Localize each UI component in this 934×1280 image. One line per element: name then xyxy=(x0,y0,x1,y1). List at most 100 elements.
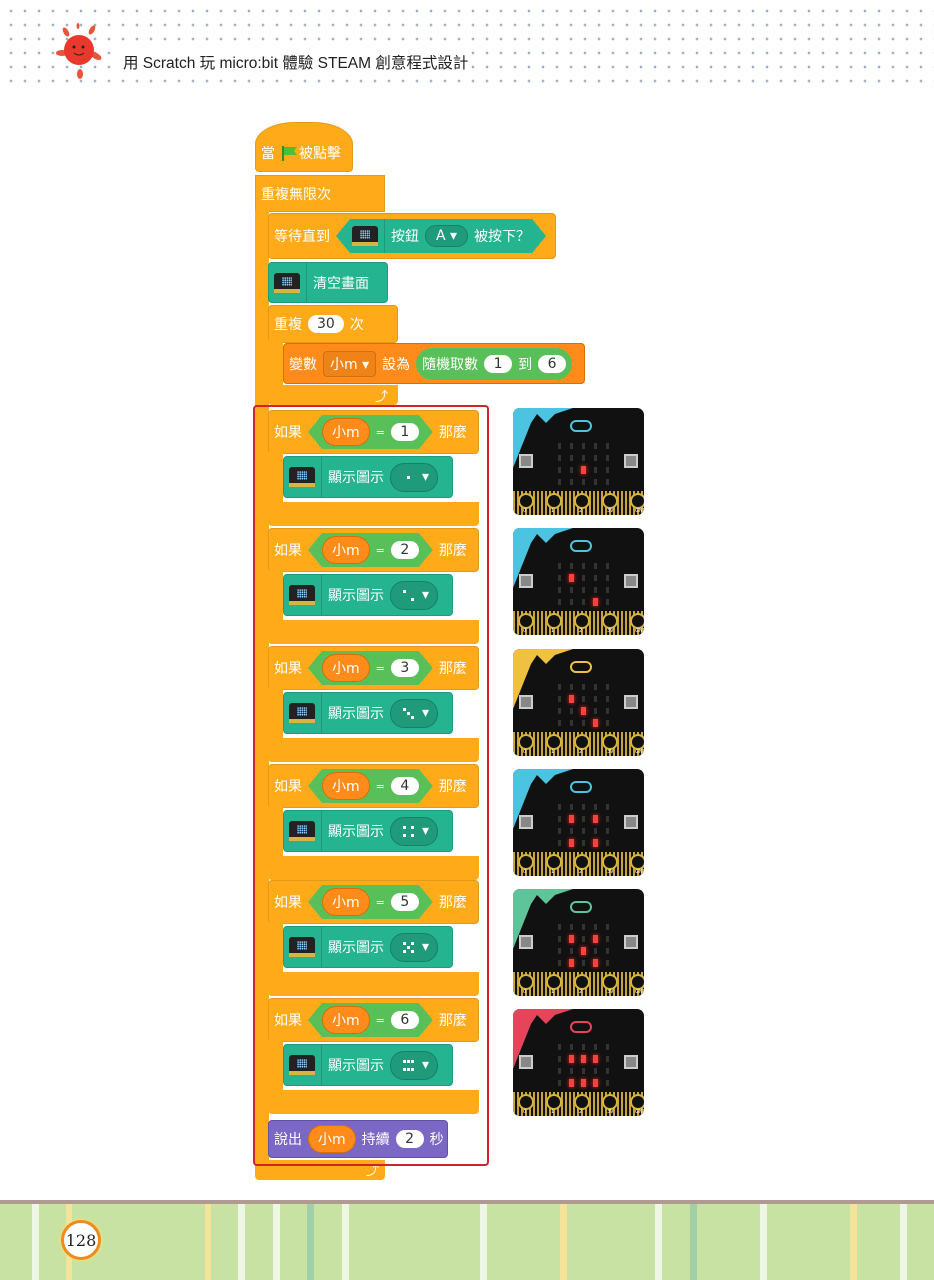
then-label: 那麼 xyxy=(438,779,467,795)
pin-label: 3V xyxy=(607,1109,614,1115)
equals-operator[interactable]: 小m = 6 xyxy=(308,1003,433,1037)
forever-block[interactable]: 重複無限次 xyxy=(255,175,385,212)
led xyxy=(581,696,585,702)
led xyxy=(605,936,609,942)
button-dropdown[interactable]: A ▾ xyxy=(425,225,468,247)
pin-label: GND xyxy=(635,749,644,755)
led xyxy=(581,960,585,966)
pin-label: 0 xyxy=(523,749,527,755)
led xyxy=(557,455,561,461)
clear-screen-block[interactable]: 清空畫面 xyxy=(268,262,388,303)
icon-dropdown[interactable]: ▾ xyxy=(390,580,439,610)
led xyxy=(557,840,561,846)
pin-GND xyxy=(630,493,644,509)
if-then-block[interactable]: 如果 小m = 4 那麼 xyxy=(268,764,479,808)
compare-value-input[interactable]: 3 xyxy=(391,659,419,677)
variable-reporter[interactable]: 小m xyxy=(322,888,370,916)
wait-until-block[interactable]: 等待直到 按鈕 A ▾ 被按下？ xyxy=(268,213,556,259)
led-on xyxy=(403,707,406,711)
if-then-block[interactable]: 如果 小m = 1 那麼 xyxy=(268,410,479,454)
icon-dropdown[interactable]: ▾ xyxy=(390,816,439,846)
if-then-block[interactable]: 如果 小m = 6 那麼 xyxy=(268,998,479,1042)
say-label: 說出 xyxy=(274,1132,302,1148)
compare-value-input[interactable]: 1 xyxy=(391,423,419,441)
microbit-icon xyxy=(289,821,315,841)
when-flag-clicked-block[interactable]: 當 被點擊 xyxy=(255,122,353,172)
icon-dropdown[interactable]: ▾ xyxy=(390,932,439,962)
led xyxy=(557,479,561,485)
say-for-secs-block[interactable]: 說出 小m 持續 2 秒 xyxy=(268,1120,448,1158)
compare-value-input[interactable]: 4 xyxy=(391,777,419,795)
led-on xyxy=(407,1059,410,1063)
button-pressed-reporter[interactable]: 按鈕 A ▾ 被按下？ xyxy=(336,219,546,253)
show-icon-block[interactable]: 顯示圖示 ▾ xyxy=(283,692,453,734)
if-then-block[interactable]: 如果 小m = 5 那麼 xyxy=(268,880,479,924)
compare-value-input[interactable]: 5 xyxy=(391,893,419,911)
pin-2 xyxy=(574,613,590,629)
pin-1 xyxy=(546,854,562,870)
variable-reporter[interactable]: 小m xyxy=(322,418,370,446)
led xyxy=(557,816,561,822)
led xyxy=(569,599,573,605)
led xyxy=(605,587,609,593)
if-then-block[interactable]: 如果 小m = 2 那麼 xyxy=(268,528,479,572)
compare-value-input[interactable]: 6 xyxy=(391,1011,419,1029)
show-icon-label: 顯示圖示 xyxy=(328,470,384,486)
button-a xyxy=(519,935,533,949)
led xyxy=(557,575,561,581)
if-arm xyxy=(268,452,283,512)
pin-label: 2 xyxy=(579,869,583,875)
random-from-input[interactable]: 1 xyxy=(484,354,513,373)
repeat-arm xyxy=(268,340,283,390)
random-to-input[interactable]: 6 xyxy=(538,354,567,373)
led xyxy=(569,443,573,449)
equals-operator[interactable]: 小m = 1 xyxy=(308,415,433,449)
compare-value-input[interactable]: 2 xyxy=(391,541,419,559)
equals-operator[interactable]: 小m = 5 xyxy=(308,885,433,919)
variable-dropdown[interactable]: 小m ▾ xyxy=(323,350,377,377)
variable-reporter[interactable]: 小m xyxy=(322,536,370,564)
variable-reporter[interactable]: 小m xyxy=(322,1006,370,1034)
button-label: 按鈕 xyxy=(391,229,419,245)
seconds-input[interactable]: 2 xyxy=(395,1130,424,1148)
led xyxy=(605,1080,609,1086)
pin-3V xyxy=(602,613,618,629)
led xyxy=(593,443,597,449)
led xyxy=(581,455,585,461)
pin-label: 0 xyxy=(523,989,527,995)
repeat-block[interactable]: 重複 30 次 xyxy=(268,305,398,343)
button-a xyxy=(519,454,533,468)
equals-operator[interactable]: 小m = 4 xyxy=(308,769,433,803)
icon-dropdown[interactable]: ▾ xyxy=(390,698,439,728)
variable-reporter[interactable]: 小m xyxy=(322,654,370,682)
show-icon-block[interactable]: 顯示圖示 ▾ xyxy=(283,1044,453,1086)
equals-sign: = xyxy=(375,895,385,909)
set-variable-block[interactable]: 變數 小m ▾ 設為 隨機取數 1 到 6 xyxy=(283,343,585,384)
random-reporter[interactable]: 隨機取數 1 到 6 xyxy=(416,347,573,380)
equals-operator[interactable]: 小m = 2 xyxy=(308,533,433,567)
icon-dropdown[interactable]: ▾ xyxy=(390,1050,439,1080)
variable-reporter[interactable]: 小m xyxy=(308,1125,356,1153)
pin-label: 3V xyxy=(607,749,614,755)
led-on xyxy=(411,1067,414,1071)
led-on xyxy=(403,833,406,837)
led xyxy=(557,1068,561,1074)
led xyxy=(569,804,573,810)
led xyxy=(605,948,609,954)
led xyxy=(557,696,561,702)
led xyxy=(593,479,597,485)
icon-dropdown[interactable]: ▾ xyxy=(390,462,439,492)
if-arm xyxy=(268,922,283,982)
show-icon-block[interactable]: 顯示圖示 ▾ xyxy=(283,926,453,968)
show-icon-block[interactable]: 顯示圖示 ▾ xyxy=(283,810,453,852)
equals-operator[interactable]: 小m = 3 xyxy=(308,651,433,685)
show-icon-block[interactable]: 顯示圖示 ▾ xyxy=(283,574,453,616)
variable-reporter[interactable]: 小m xyxy=(322,772,370,800)
pin-label: 1 xyxy=(551,989,555,995)
led-on xyxy=(580,466,586,474)
show-icon-block[interactable]: 顯示圖示 ▾ xyxy=(283,456,453,498)
if-arm xyxy=(268,806,283,866)
pin-2 xyxy=(574,493,590,509)
if-then-block[interactable]: 如果 小m = 3 那麼 xyxy=(268,646,479,690)
repeat-count-input[interactable]: 30 xyxy=(308,315,344,333)
